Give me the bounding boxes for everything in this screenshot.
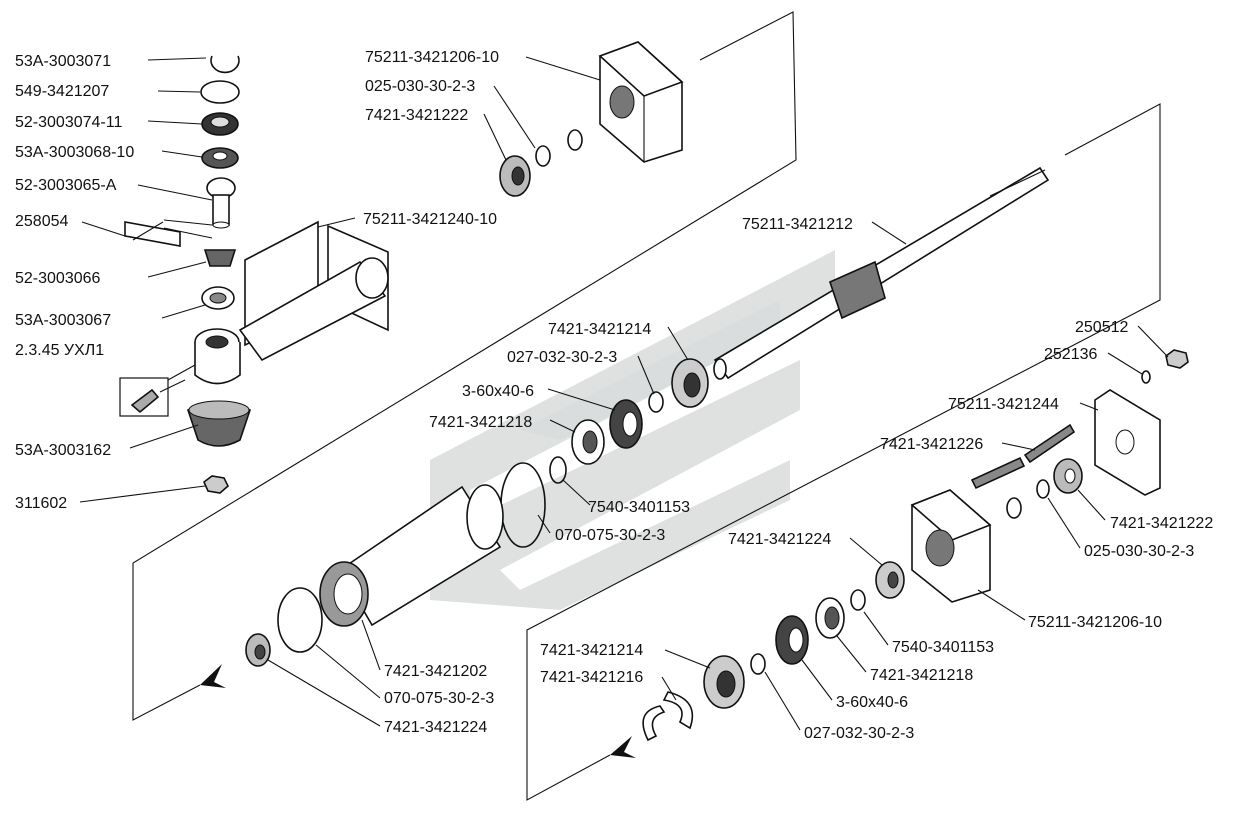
label-070-075-30-2-3-low: 070-075-30-2-3 [384,690,494,707]
label-250512: 250512 [1075,319,1128,336]
label-3-60x40-6-mid: 3-60х40-6 [462,383,534,400]
label-52-3003066: 52-3003066 [15,270,101,287]
parts [119,41,1189,742]
label-7540-3401153-right: 7540-3401153 [892,639,994,656]
label-53a-3003067: 53А-3003067 [15,312,111,329]
label-7421-3421222-top: 7421-3421222 [365,107,468,124]
label-75211-3421206-10-right: 75211-3421206-10 [1028,614,1162,631]
label-7421-3421214-low: 7421-3421214 [540,642,643,659]
label-7421-3421216: 7421-3421216 [540,669,643,686]
label-027-032-30-2-3-mid: 027-032-30-2-3 [507,349,617,366]
label-7421-3421224-right: 7421-3421224 [728,531,831,548]
watermark-logo [430,250,835,610]
label-027-032-30-2-3-low: 027-032-30-2-3 [804,725,914,742]
label-7421-3421202: 7421-3421202 [384,663,487,680]
label-252136: 252136 [1044,346,1097,363]
label-53a-3003071: 53А-3003071 [15,53,111,70]
label-7421-3421224-low: 7421-3421224 [384,719,487,736]
label-258054: 258054 [15,213,68,230]
label-3-60x40-6-low: 3-60х40-6 [836,694,908,711]
label-52-3003074-11: 52-3003074-11 [15,114,122,131]
label-549-3421207: 549-3421207 [15,83,109,100]
label-75211-3421240-10: 75211-3421240-10 [363,211,497,228]
label-53a-3003162: 53А-3003162 [15,442,111,459]
label-75211-3421212: 75211-3421212 [742,216,853,233]
label-53a-3003068-10: 53А-3003068-10 [15,144,134,161]
label-7421-3421226: 7421-3421226 [880,436,983,453]
part-labels: 53А-3003071 549-3421207 52-3003074-11 53… [15,49,1213,742]
label-025-030-30-2-3-right: 025-030-30-2-3 [1084,543,1194,560]
label-7421-3421218-right: 7421-3421218 [870,667,973,684]
label-52-3003065-a: 52-3003065-А [15,177,117,194]
label-75211-3421206-10-top: 75211-3421206-10 [365,49,499,66]
leader-lines [79,56,1169,731]
label-025-030-30-2-3-top: 025-030-30-2-3 [365,78,475,95]
label-7421-3421214-mid: 7421-3421214 [548,321,651,338]
label-7421-3421218-mid: 7421-3421218 [429,414,532,431]
label-311602: 311602 [15,495,67,512]
frame-lines [132,11,1161,801]
label-2-3-45-uhl1: 2.3.45 УХЛ1 [15,342,104,359]
label-7421-3421222-right: 7421-3421222 [1110,515,1213,532]
label-7540-3401153-mid: 7540-3401153 [588,499,690,516]
label-75211-3421244: 75211-3421244 [948,396,1059,413]
label-070-075-30-2-3-mid: 070-075-30-2-3 [555,527,665,544]
